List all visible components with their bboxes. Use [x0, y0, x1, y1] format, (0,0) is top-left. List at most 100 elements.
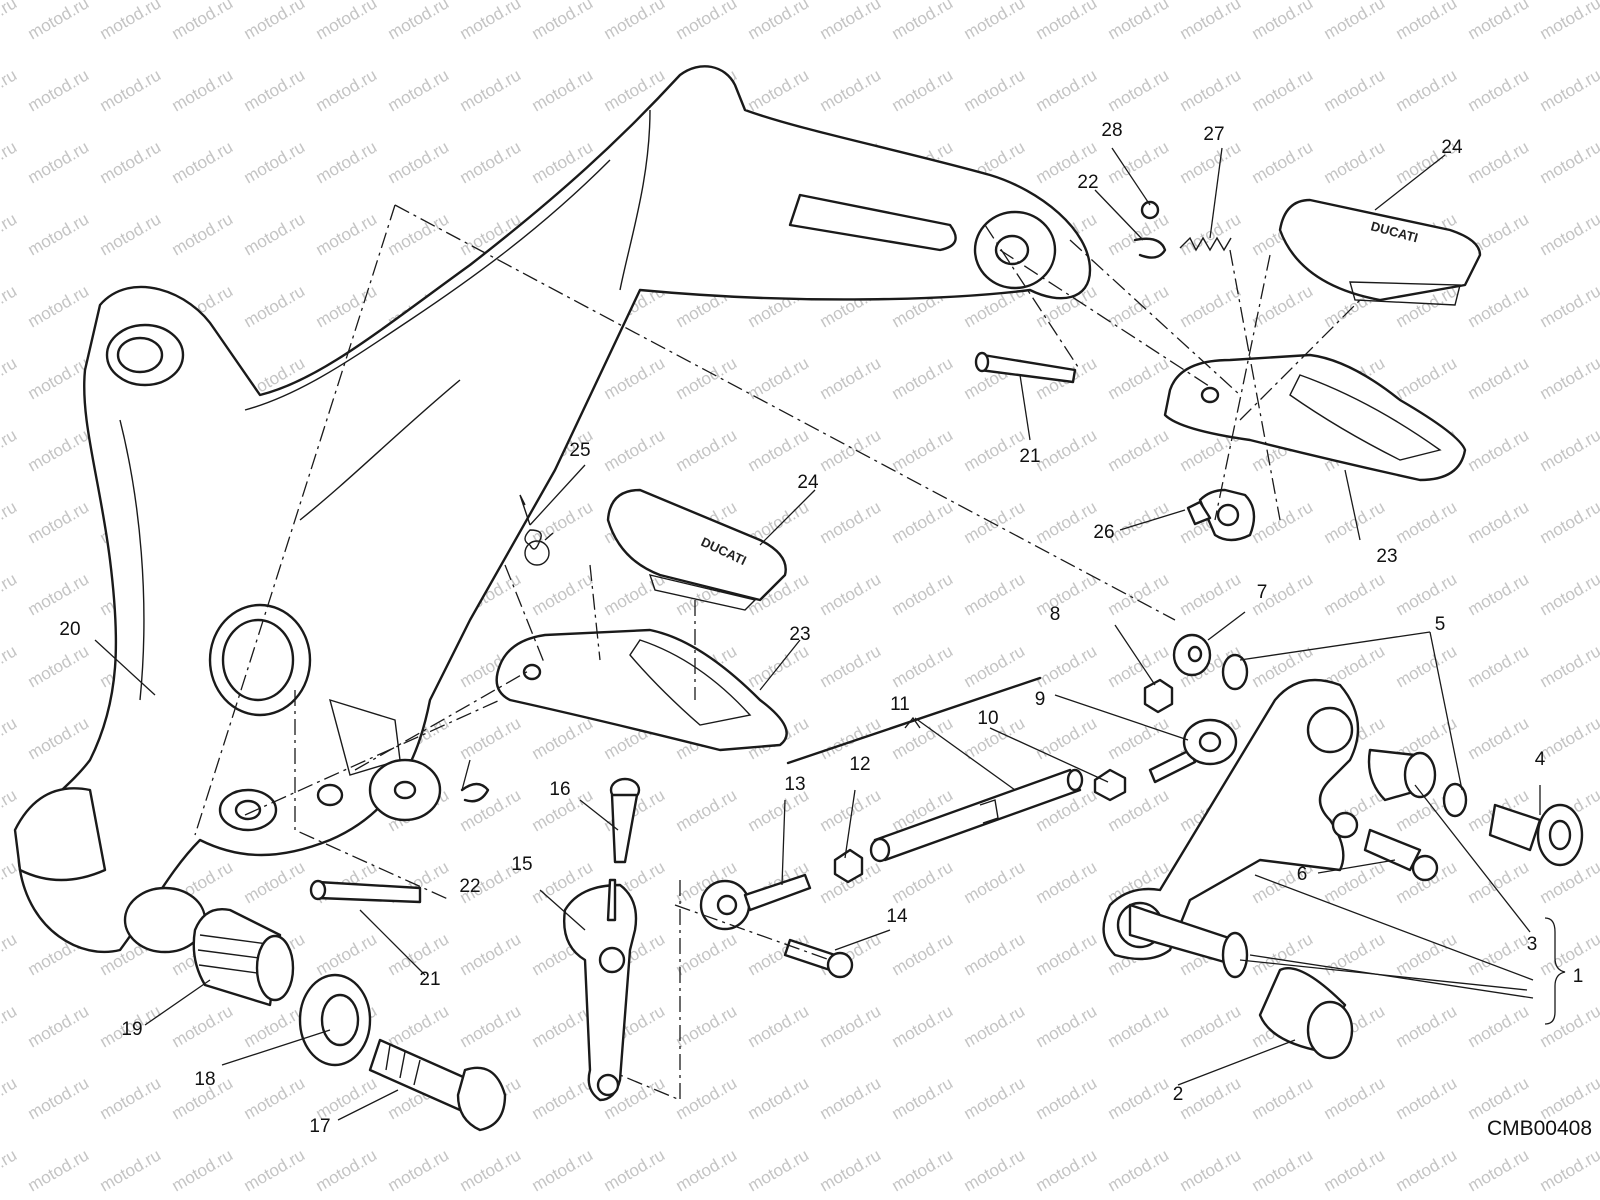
- watermark-text: motod.ru: [1537, 569, 1600, 619]
- watermark-text: motod.ru: [457, 65, 525, 115]
- watermark-text: motod.ru: [25, 1073, 93, 1123]
- watermark-text: motod.ru: [1537, 137, 1600, 187]
- watermark-text: motod.ru: [385, 1001, 453, 1051]
- watermark-text: motod.ru: [961, 929, 1029, 979]
- watermark-text: motod.ru: [889, 497, 957, 547]
- nut-18: [298, 973, 372, 1067]
- watermark-text: motod.ru: [1033, 641, 1101, 691]
- watermark-text: motod.ru: [0, 65, 20, 115]
- watermark-text: motod.ru: [1105, 65, 1173, 115]
- bushing-3: [1367, 748, 1437, 802]
- callout-26: 26: [1093, 522, 1114, 543]
- footpeg-rubber-left-24: DUCATI: [606, 488, 787, 611]
- watermark-text: motod.ru: [1105, 713, 1173, 763]
- watermark-text: motod.ru: [1537, 1145, 1600, 1195]
- watermark-text: motod.ru: [1393, 353, 1461, 403]
- watermark-text: motod.ru: [1321, 137, 1389, 187]
- watermark-text: motod.ru: [241, 857, 309, 907]
- watermark-text: motod.ru: [1393, 1073, 1461, 1123]
- watermark-text: motod.ru: [1033, 1145, 1101, 1195]
- callout-labels: 1 2 3 4 5 6 7 8 9 10 11 12 13 14 15 16 1…: [59, 120, 1592, 1140]
- ball-joint-13: [699, 873, 812, 931]
- callout-24-left: 24: [797, 472, 819, 493]
- watermark-text: motod.ru: [1249, 281, 1317, 331]
- assembly-lines: [194, 204, 1361, 1101]
- watermark-text: motod.ru: [745, 1073, 813, 1123]
- callout-16: 16: [549, 779, 570, 800]
- bracket-part-20: [13, 65, 1092, 954]
- leader-lines: [94, 147, 1566, 1121]
- watermark-text: motod.ru: [673, 785, 741, 835]
- callout-12: 12: [849, 754, 870, 775]
- watermark-text: motod.ru: [25, 641, 93, 691]
- watermark-text: motod.ru: [25, 137, 93, 187]
- watermark-text: motod.ru: [97, 137, 165, 187]
- watermark-text: motod.ru: [313, 0, 381, 43]
- watermark-text: motod.ru: [1105, 497, 1173, 547]
- watermark-text: motod.ru: [961, 65, 1029, 115]
- callout-22-upper: 22: [1077, 172, 1098, 193]
- watermark-text: motod.ru: [745, 425, 813, 475]
- watermark-text: motod.ru: [529, 0, 597, 43]
- watermark-text: motod.ru: [889, 929, 957, 979]
- watermark-text: motod.ru: [1033, 569, 1101, 619]
- watermark-text: motod.ru: [1177, 65, 1245, 115]
- watermark-text: motod.ru: [1321, 569, 1389, 619]
- watermark-text: motod.ru: [1465, 929, 1533, 979]
- watermark-text: motod.ru: [25, 713, 93, 763]
- watermark-text: motod.ru: [457, 1001, 525, 1051]
- watermark-text: motod.ru: [0, 929, 20, 979]
- watermark-text: motod.ru: [25, 65, 93, 115]
- watermark-text: motod.ru: [889, 1001, 957, 1051]
- watermark-text: motod.ru: [313, 209, 381, 259]
- watermark-text: motod.ru: [0, 353, 20, 403]
- watermark-text: motod.ru: [1393, 929, 1461, 979]
- spring-27: [1179, 236, 1232, 252]
- watermark-text: motod.ru: [889, 425, 957, 475]
- watermark-text: motod.ru: [529, 713, 597, 763]
- callout-27: 27: [1203, 124, 1224, 145]
- watermark-text: motod.ru: [1177, 281, 1245, 331]
- watermark-text: motod.ru: [601, 0, 669, 43]
- watermark-text: motod.ru: [673, 0, 741, 43]
- watermark-text: motod.ru: [1249, 0, 1317, 43]
- watermark-text: motod.ru: [97, 65, 165, 115]
- watermark-text: motod.ru: [241, 209, 309, 259]
- callout-24-right: 24: [1441, 137, 1463, 158]
- watermark-text: motod.ru: [1537, 425, 1600, 475]
- callout-2: 2: [1173, 1084, 1184, 1105]
- watermark-text: motod.ru: [169, 1001, 237, 1051]
- watermark-text: motod.ru: [1105, 1073, 1173, 1123]
- watermark-text: motod.ru: [313, 1145, 381, 1195]
- watermark-text: motod.ru: [673, 425, 741, 475]
- bolt-16: [609, 777, 641, 864]
- watermark-text: motod.ru: [673, 353, 741, 403]
- watermark-text: motod.ru: [889, 1073, 957, 1123]
- callout-3: 3: [1527, 934, 1538, 955]
- watermark-text: motod.ru: [0, 137, 20, 187]
- watermark-text: motod.ru: [529, 65, 597, 115]
- watermark-text: motod.ru: [889, 0, 957, 43]
- watermark-text: motod.ru: [1321, 65, 1389, 115]
- callout-25: 25: [569, 440, 590, 461]
- watermark-text: motod.ru: [313, 281, 381, 331]
- shift-arm-15: [563, 878, 638, 1102]
- watermark-text: motod.ru: [961, 1145, 1029, 1195]
- callout-1: 1: [1573, 966, 1584, 987]
- watermark-text: motod.ru: [1177, 0, 1245, 43]
- watermark-text: motod.ru: [673, 1001, 741, 1051]
- watermark-text: motod.ru: [241, 1073, 309, 1123]
- watermark-text: motod.ru: [1393, 1145, 1461, 1195]
- watermark-text: motod.ru: [241, 281, 309, 331]
- watermark-text: motod.ru: [1249, 1073, 1317, 1123]
- watermark-text: motod.ru: [1393, 569, 1461, 619]
- watermark-text: motod.ru: [0, 209, 20, 259]
- footpeg-left-23: [495, 628, 788, 752]
- watermark-text: motod.ru: [1537, 209, 1600, 259]
- callout-4: 4: [1535, 749, 1546, 770]
- watermark-text: motod.ru: [817, 425, 885, 475]
- callout-22-lower: 22: [459, 876, 480, 897]
- watermark-text: motod.ru: [961, 1073, 1029, 1123]
- watermark-text: motod.ru: [1033, 1001, 1101, 1051]
- watermark-text: motod.ru: [1033, 65, 1101, 115]
